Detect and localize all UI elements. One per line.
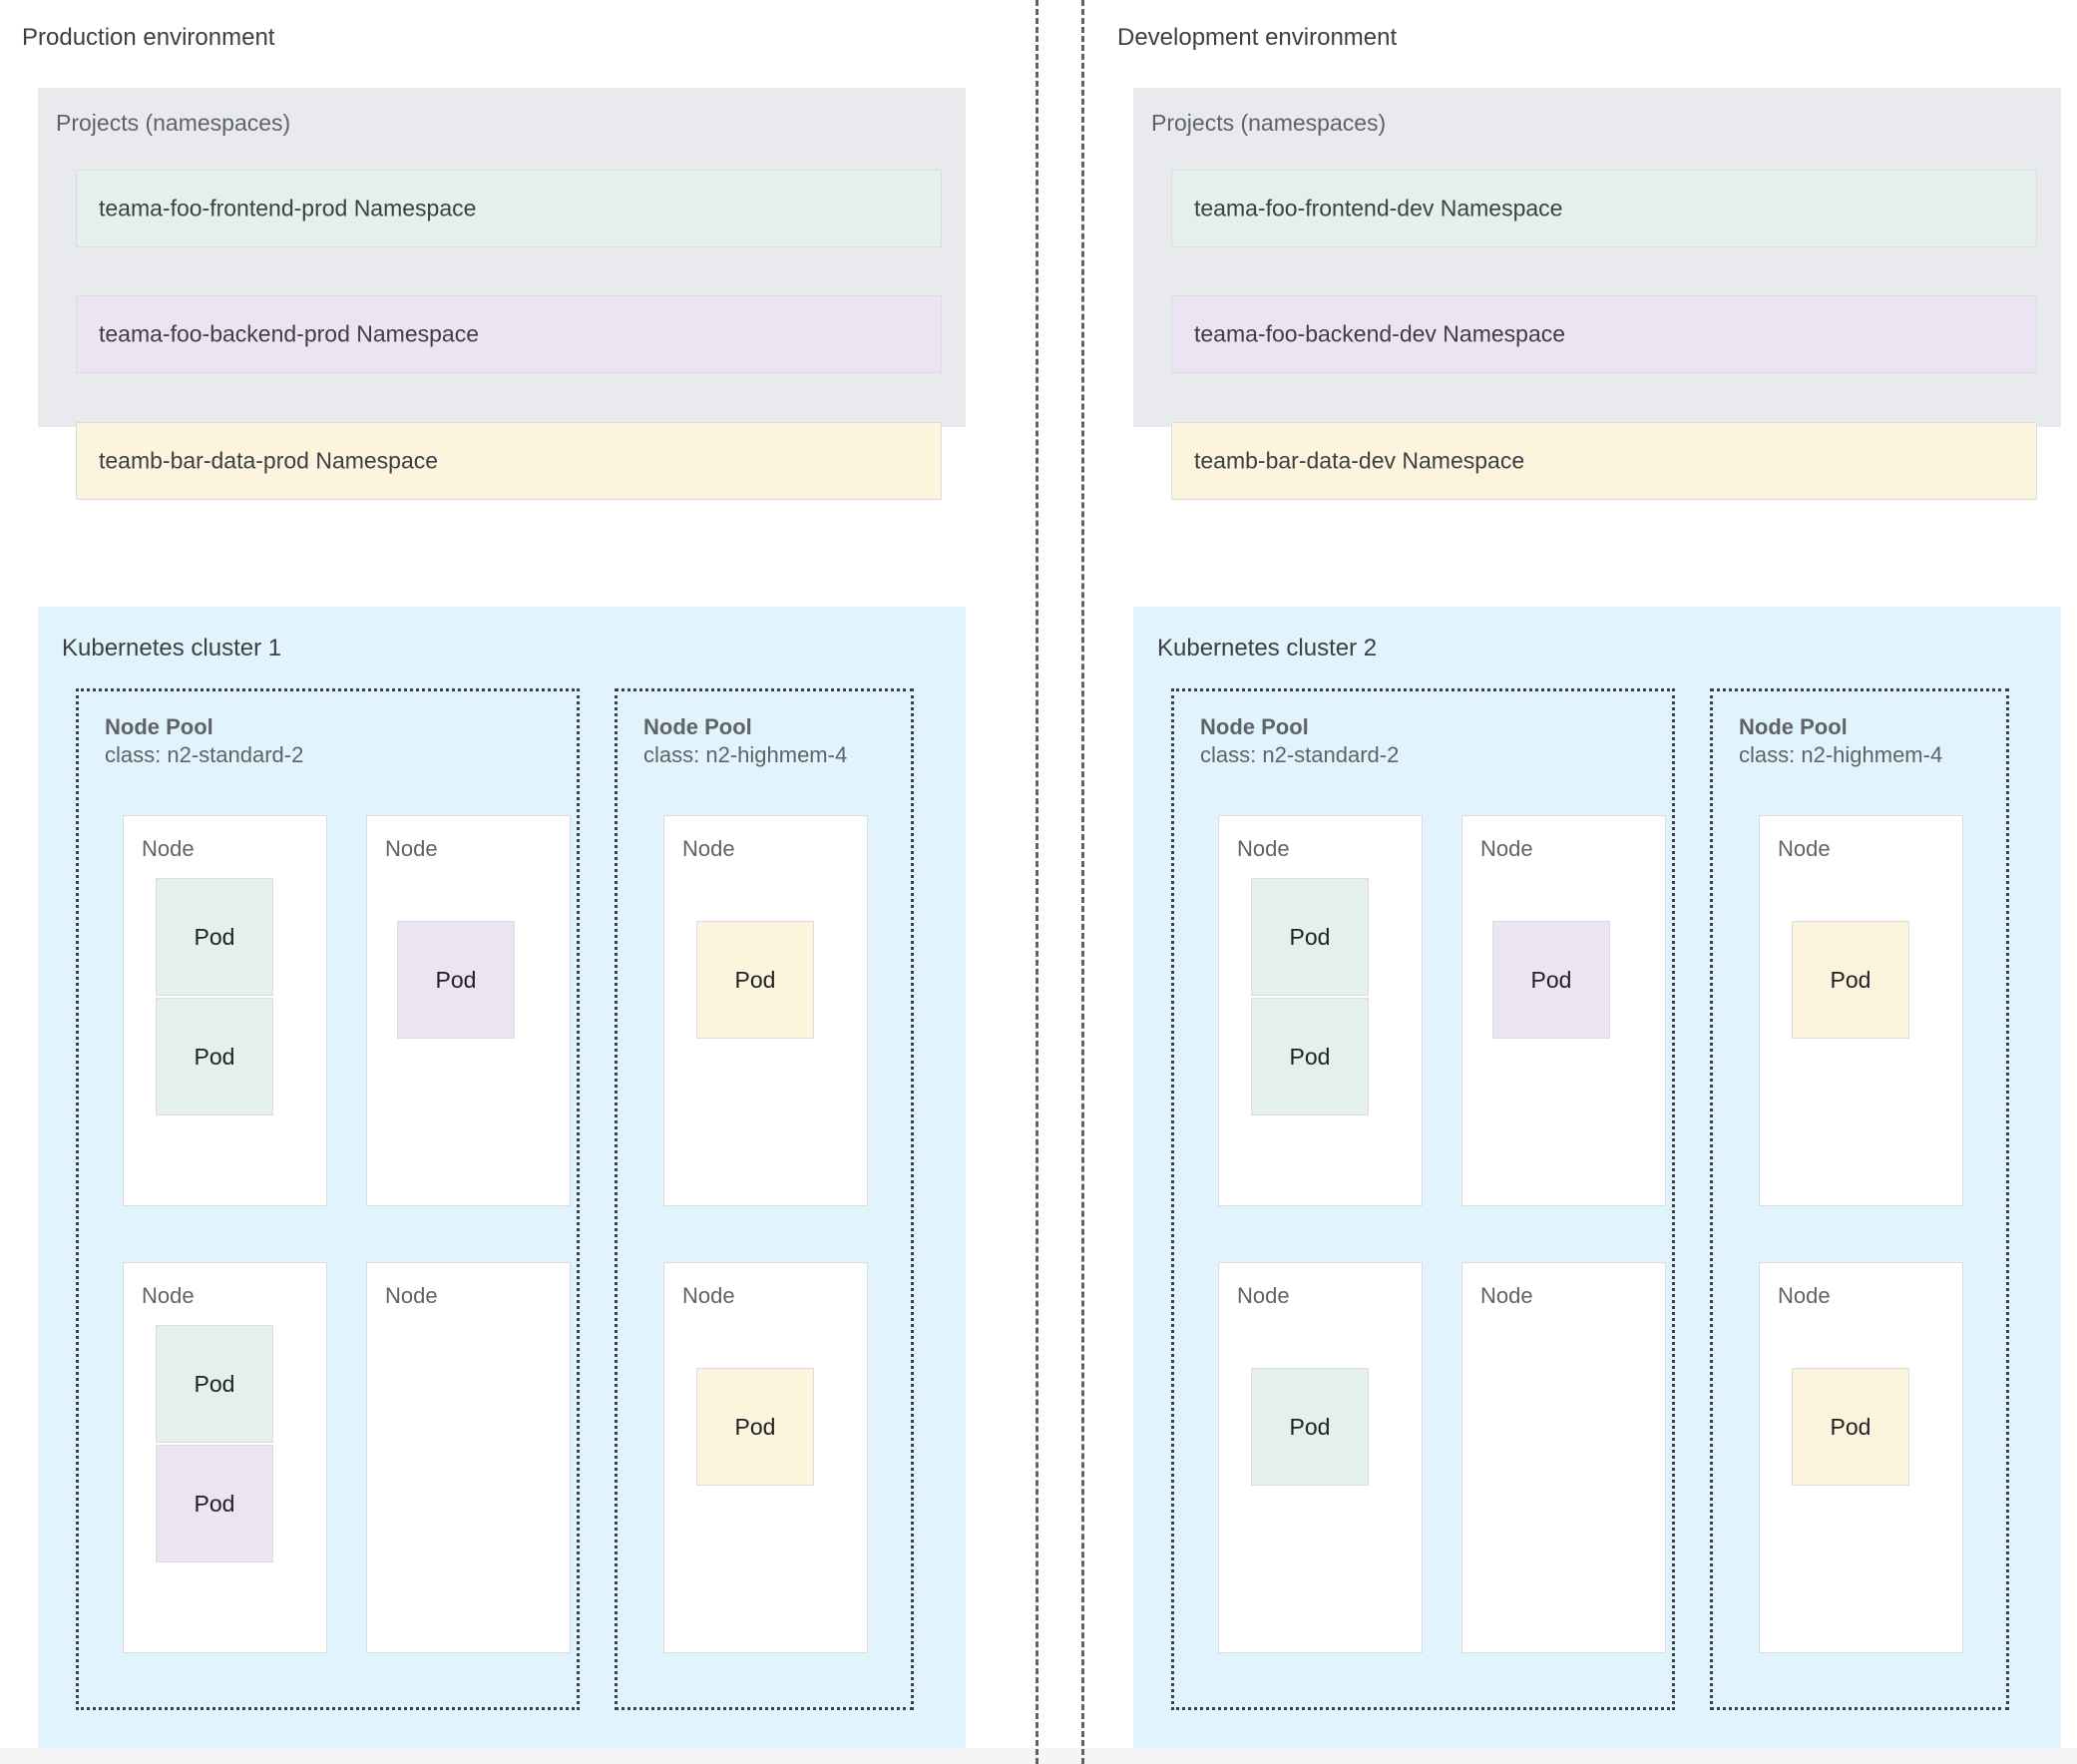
node-label: Node [682, 1283, 735, 1308]
node-pool-heading: Node Pool class: n2-standard-2 [1200, 713, 1399, 769]
pod[interactable]: Pod [1792, 921, 1909, 1039]
node-label: Node [385, 836, 438, 861]
node-pool-heading: Node Pool class: n2-standard-2 [105, 713, 303, 769]
node-pool-class: class: n2-highmem-4 [1739, 742, 1943, 768]
pod[interactable]: Pod [1792, 1368, 1909, 1486]
node-pool-heading: Node Pool class: n2-highmem-4 [1739, 713, 1942, 769]
node[interactable]: Node Pod [663, 1262, 868, 1653]
pod[interactable]: Pod [1251, 1368, 1369, 1486]
node-label: Node [385, 1283, 438, 1308]
node-label: Node [682, 836, 735, 861]
node-pool-name: Node Pool [1739, 714, 1848, 739]
namespace-row[interactable]: teama-foo-frontend-prod Namespace [76, 170, 942, 247]
node-pool-name: Node Pool [643, 714, 752, 739]
environment-title: Development environment [1117, 24, 1398, 51]
node[interactable]: Node Pod Pod [123, 815, 327, 1206]
cluster-title: Kubernetes cluster 1 [62, 635, 282, 662]
namespace-label: teama-foo-backend-dev Namespace [1194, 320, 1566, 347]
pod[interactable]: Pod [156, 1325, 273, 1443]
node[interactable]: Node Pod [663, 815, 868, 1206]
node-label: Node [142, 836, 195, 861]
cluster-title: Kubernetes cluster 2 [1157, 635, 1378, 662]
node-label: Node [1778, 836, 1831, 861]
node-pool-class: class: n2-standard-2 [105, 742, 304, 768]
namespace-label: teama-foo-frontend-prod Namespace [99, 195, 477, 221]
namespace-row[interactable]: teama-foo-backend-prod Namespace [76, 295, 942, 373]
environment-production: Production environment Projects (namespa… [0, 0, 1022, 1764]
pod[interactable]: Pod [696, 921, 814, 1039]
environment-development: Development environment Projects (namesp… [1095, 0, 2077, 1764]
namespace-row[interactable]: teamb-bar-data-prod Namespace [76, 422, 942, 500]
node-label: Node [142, 1283, 195, 1308]
node-pool-class: class: n2-standard-2 [1200, 742, 1400, 768]
node-pool-name: Node Pool [105, 714, 213, 739]
namespace-label: teamb-bar-data-prod Namespace [99, 447, 439, 474]
canvas-bottom-strip [0, 1748, 2077, 1764]
node-label: Node [1237, 1283, 1290, 1308]
environment-title: Production environment [22, 24, 275, 51]
node[interactable]: Node Pod [1759, 1262, 1963, 1653]
namespace-label: teama-foo-frontend-dev Namespace [1194, 195, 1563, 221]
environment-divider-line-2 [1081, 0, 1084, 1764]
namespace-row[interactable]: teamb-bar-data-dev Namespace [1171, 422, 2037, 500]
pod[interactable]: Pod [1492, 921, 1610, 1039]
node-pool-name: Node Pool [1200, 714, 1309, 739]
pod[interactable]: Pod [397, 921, 515, 1039]
node-label: Node [1480, 836, 1533, 861]
node[interactable]: Node Pod [1759, 815, 1963, 1206]
projects-panel-title: Projects (namespaces) [1151, 110, 1387, 136]
namespace-label: teama-foo-backend-prod Namespace [99, 320, 479, 347]
node-label: Node [1480, 1283, 1533, 1308]
node-label: Node [1237, 836, 1290, 861]
node-pool-heading: Node Pool class: n2-highmem-4 [643, 713, 847, 769]
environment-divider-line-1 [1036, 0, 1038, 1764]
node-pool: Node Pool class: n2-highmem-4 Node Pod N… [1710, 688, 2009, 1710]
node-pool: Node Pool class: n2-standard-2 Node Pod … [1171, 688, 1675, 1710]
pod[interactable]: Pod [156, 998, 273, 1115]
namespace-row[interactable]: teama-foo-backend-dev Namespace [1171, 295, 2037, 373]
node-pool: Node Pool class: n2-highmem-4 Node Pod N… [615, 688, 914, 1710]
namespace-row[interactable]: teama-foo-frontend-dev Namespace [1171, 170, 2037, 247]
node-pool-class: class: n2-highmem-4 [643, 742, 848, 768]
namespace-label: teamb-bar-data-dev Namespace [1194, 447, 1525, 474]
projects-panel: Projects (namespaces) teama-foo-frontend… [1133, 88, 2061, 500]
pod[interactable]: Pod [156, 1445, 273, 1562]
node[interactable]: Node Pod [1461, 815, 1666, 1206]
node[interactable]: Node Pod [1218, 1262, 1423, 1653]
projects-panel: Projects (namespaces) teama-foo-frontend… [38, 88, 966, 500]
pod[interactable]: Pod [156, 878, 273, 996]
kubernetes-cluster-panel: Kubernetes cluster 1 Node Pool class: n2… [38, 607, 966, 1748]
node-pool: Node Pool class: n2-standard-2 Node Pod … [76, 688, 580, 1710]
node[interactable]: Node Pod [366, 815, 571, 1206]
projects-panel-title: Projects (namespaces) [56, 110, 291, 136]
pod[interactable]: Pod [1251, 878, 1369, 996]
node[interactable]: Node [1461, 1262, 1666, 1653]
pod[interactable]: Pod [696, 1368, 814, 1486]
pod[interactable]: Pod [1251, 998, 1369, 1115]
kubernetes-cluster-panel: Kubernetes cluster 2 Node Pool class: n2… [1133, 607, 2061, 1748]
node[interactable]: Node Pod Pod [1218, 815, 1423, 1206]
node-label: Node [1778, 1283, 1831, 1308]
node[interactable]: Node [366, 1262, 571, 1653]
node[interactable]: Node Pod Pod [123, 1262, 327, 1653]
